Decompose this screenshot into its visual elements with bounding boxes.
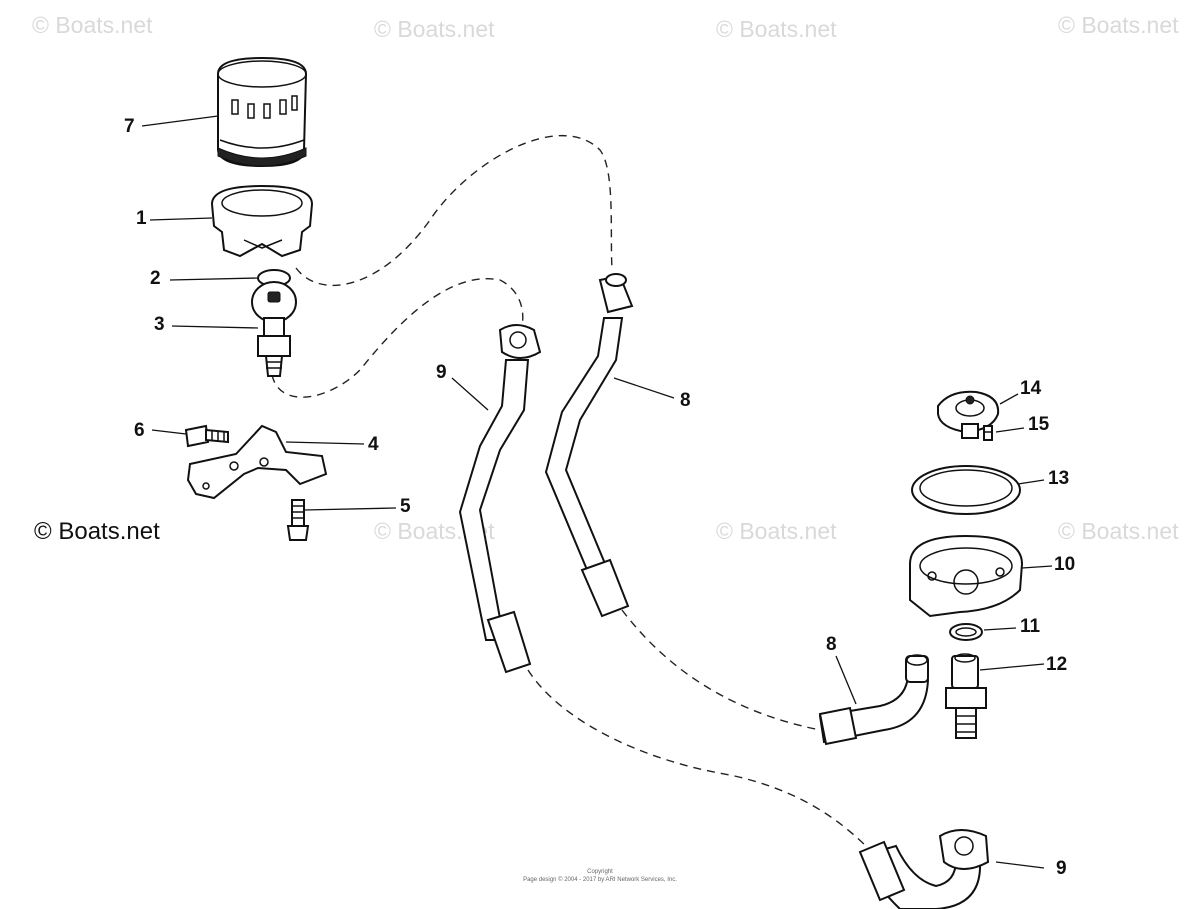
oil-hose	[858, 829, 990, 909]
callout-8: 8	[826, 634, 837, 655]
callout-9: 9	[1056, 858, 1067, 879]
watermark: © Boats.net	[32, 12, 153, 38]
bolt	[184, 424, 229, 448]
hose-route-dashed	[271, 278, 524, 398]
screw	[286, 499, 310, 541]
callout-5: 5	[400, 496, 411, 517]
oil-hose-elbow	[818, 654, 930, 746]
callout-11: 11	[1020, 616, 1041, 637]
union-bolt	[251, 269, 297, 323]
watermark: © Boats.net	[716, 16, 837, 42]
small-screw	[983, 425, 993, 441]
callout-7: 7	[124, 116, 135, 137]
footer-page-design: Page design © 2004 - 2017 by ARI Network…	[523, 877, 677, 883]
nipple-fitting	[945, 653, 987, 739]
hose-route-dashed	[295, 134, 613, 287]
watermark: © Boats.net	[1058, 518, 1179, 544]
oil-hose	[458, 324, 542, 674]
watermark: © Boats.net	[1058, 12, 1179, 38]
main-watermark: © Boats.net	[34, 518, 160, 545]
callout-12: 12	[1046, 654, 1068, 675]
callout-6: 6	[134, 420, 145, 441]
sealing-ring	[911, 465, 1021, 515]
cooler-housing	[909, 534, 1024, 618]
footer-copyright: Copyright	[587, 869, 613, 875]
mounting-bracket	[186, 424, 328, 500]
leader-lines	[141, 115, 1053, 869]
oil-filter	[217, 56, 308, 168]
callout-14: 14	[1020, 378, 1042, 399]
callout-13: 13	[1048, 468, 1070, 489]
hose-fitting	[257, 317, 291, 377]
oil-hose	[544, 273, 634, 618]
callout-3: 3	[154, 314, 165, 335]
o-ring	[949, 623, 983, 641]
callout-1: 1	[136, 208, 147, 229]
filter-adapter	[210, 184, 314, 258]
watermark: © Boats.net	[716, 518, 837, 544]
callout-4: 4	[368, 434, 379, 455]
callout-15: 15	[1028, 414, 1050, 435]
hose-route-dashed	[621, 609, 821, 731]
oil-sensor	[937, 390, 1000, 439]
callout-2: 2	[150, 268, 161, 289]
watermark: © Boats.net	[374, 16, 495, 42]
callout-8: 8	[680, 390, 691, 411]
hose-route-dashed	[527, 669, 871, 851]
callout-10: 10	[1054, 554, 1076, 575]
callout-9: 9	[436, 362, 447, 383]
